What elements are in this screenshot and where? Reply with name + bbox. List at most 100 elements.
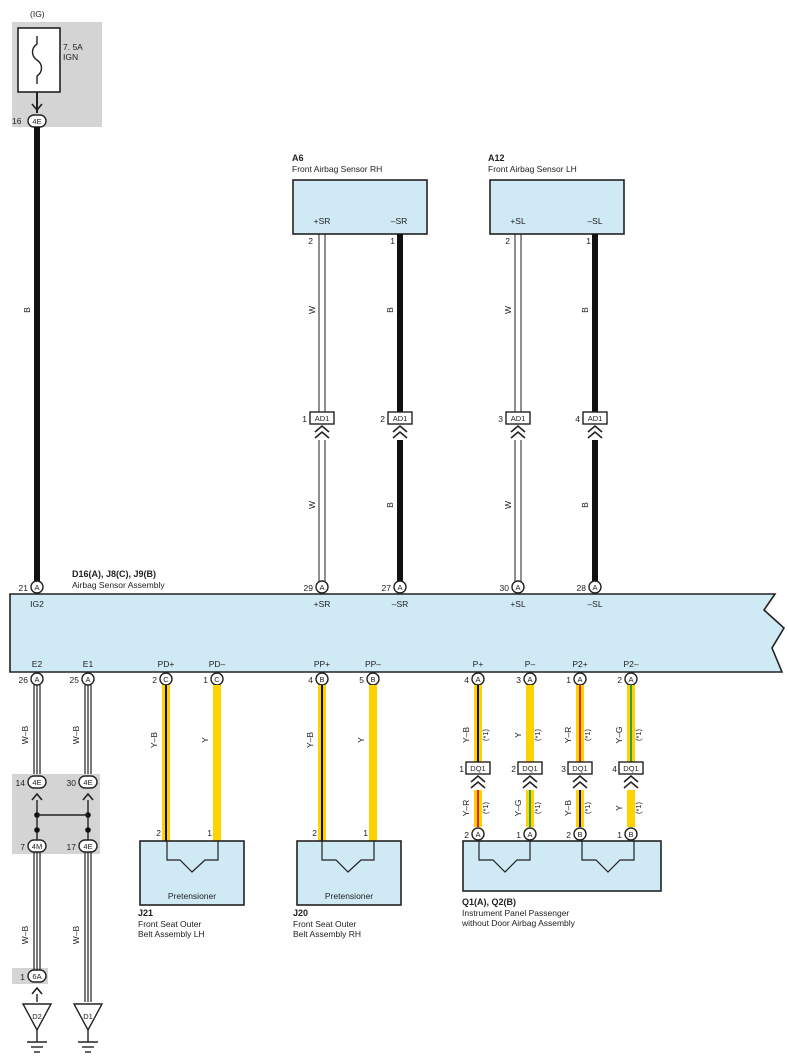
- junction-pin: 7: [20, 842, 25, 852]
- fuse-frame: [17, 27, 61, 93]
- pin-circle: [523, 827, 537, 841]
- ecu-pin-circle: [511, 580, 525, 594]
- pretensioner-lh-name-2: Belt Assembly LH: [138, 929, 205, 939]
- ecu-top-label: +SL: [510, 599, 526, 609]
- chevron-up-icon: [510, 424, 526, 439]
- ground-point-label: D1: [83, 1012, 93, 1021]
- chevron-up-icon: [314, 424, 330, 439]
- pretensioner-lh-pin: 2: [156, 828, 161, 838]
- wire-rh-plus-color-lower: W: [307, 501, 317, 509]
- fuse-connector-label: 4E: [32, 117, 41, 126]
- ecu-ig2-pin: 21: [19, 583, 29, 593]
- pretensioner-rh-pin: 2: [312, 828, 317, 838]
- wire-lh-plus-color-upper: W: [503, 306, 513, 314]
- pin-number: 2: [464, 830, 469, 840]
- sensor-lh-box: [489, 179, 625, 235]
- wire-note: (*1): [583, 801, 592, 814]
- wire-b-lh-upper: [592, 234, 598, 412]
- pin-connector: B: [319, 675, 324, 684]
- wire-color-label: Y: [614, 805, 624, 811]
- fuse-name: IGN: [63, 52, 78, 62]
- junction-connector-label: 4E: [32, 778, 41, 787]
- d2-pin: 1: [20, 972, 25, 982]
- ad1-connector-3: 3 AD1: [498, 411, 531, 439]
- ad1-box: [582, 411, 608, 425]
- junction-pin: 17: [67, 842, 77, 852]
- wire-color-label: W–B: [20, 725, 30, 744]
- ad1-label: AD1: [511, 414, 526, 423]
- chevron-up-icon: [587, 424, 603, 439]
- ad1-pin: 3: [498, 414, 503, 424]
- wire-color-label: Y–R: [461, 800, 471, 817]
- wire-stripe: [579, 685, 581, 762]
- pin-connector: C: [214, 675, 220, 684]
- pretensioner-lh-box: [139, 840, 245, 906]
- pin-number: 4: [464, 675, 469, 685]
- wire-stripe: [165, 685, 167, 841]
- chevron-up-icon: [31, 792, 43, 801]
- passenger-airbag-box: [462, 840, 662, 892]
- ground-junction: [12, 774, 100, 984]
- wire-color-label: Y–G: [614, 726, 624, 743]
- ecu-pin-circle: [393, 580, 407, 594]
- sensor-rh-terminal-minus: –SR: [391, 216, 408, 226]
- dq1-box: [517, 761, 543, 775]
- pretensioner-lh-code: J21: [138, 908, 153, 918]
- ecu-top-label: +SR: [314, 599, 331, 609]
- pin-number: 4: [308, 675, 313, 685]
- ecu-bottom-label: PD+: [158, 659, 175, 669]
- ecu-pin-conn: A: [319, 583, 324, 592]
- ad1-connectors: 1 AD1 2 AD1 3 AD1 4 AD1: [302, 411, 608, 439]
- wire-yellow: [526, 685, 534, 762]
- wire-rh-minus-color-upper: B: [385, 307, 395, 313]
- main-b-wire: [34, 127, 40, 582]
- wire-lh-plus-color-lower: W: [503, 501, 513, 509]
- ad1-connector-4: 4 AD1: [575, 411, 608, 439]
- pin-number: 2: [152, 675, 157, 685]
- ecu-pin-circle: [588, 580, 602, 594]
- fuse-block: (IG) 7. 5A IGN 16 4E: [12, 9, 102, 128]
- wire-color-label: W–B: [71, 725, 81, 744]
- dq1-pin: 2: [511, 764, 516, 774]
- fuse-icon: [31, 36, 43, 84]
- pretensioner-rh-code: J20: [293, 908, 308, 918]
- ecu-box: [9, 593, 786, 673]
- ecu-pin-conn: A: [397, 583, 402, 592]
- ground-point-label: D2: [32, 1012, 42, 1021]
- pin-connector: B: [370, 675, 375, 684]
- pin-number: 25: [70, 675, 80, 685]
- pin-connector: B: [577, 830, 582, 839]
- ad1-pin: 2: [380, 414, 385, 424]
- pin-number: 1: [566, 675, 571, 685]
- pin-circle: [573, 827, 587, 841]
- dq1-pin: 4: [612, 764, 617, 774]
- junction-connector-label: 4E: [83, 842, 92, 851]
- pin-number: 1: [516, 830, 521, 840]
- wire-note: (*1): [533, 728, 542, 741]
- junction-connector: [27, 775, 47, 789]
- pin-number: 5: [359, 675, 364, 685]
- chevron-up-icon: [522, 774, 538, 789]
- ad1-box: [309, 411, 335, 425]
- pin-connector: B: [628, 830, 633, 839]
- fuse-rating: 7. 5A: [63, 42, 83, 52]
- pretensioner-rh-name-2: Belt Assembly RH: [293, 929, 361, 939]
- chevron-up-icon: [82, 792, 94, 801]
- pin-number: 1: [617, 830, 622, 840]
- wire-stripe: [321, 685, 323, 841]
- sensor-rh-pin-plus: 2: [308, 236, 313, 246]
- ad1-connector-2: 2 AD1: [380, 411, 413, 439]
- ecu-top-pin: 30: [500, 583, 510, 593]
- splice-dot: [34, 827, 40, 833]
- pin-connector: A: [475, 675, 480, 684]
- pin-number: 26: [19, 675, 29, 685]
- sensor-lh-pin-plus: 2: [505, 236, 510, 246]
- passenger-airbag-name-2: without Door Airbag Assembly: [461, 918, 576, 928]
- pretensioner-rh-box: [296, 840, 402, 906]
- fuse-arrow-icon: [31, 103, 43, 112]
- wire-b-rh-upper: [397, 234, 403, 412]
- sensor-rh-pin-minus: 1: [390, 236, 395, 246]
- pin-number: 1: [203, 675, 208, 685]
